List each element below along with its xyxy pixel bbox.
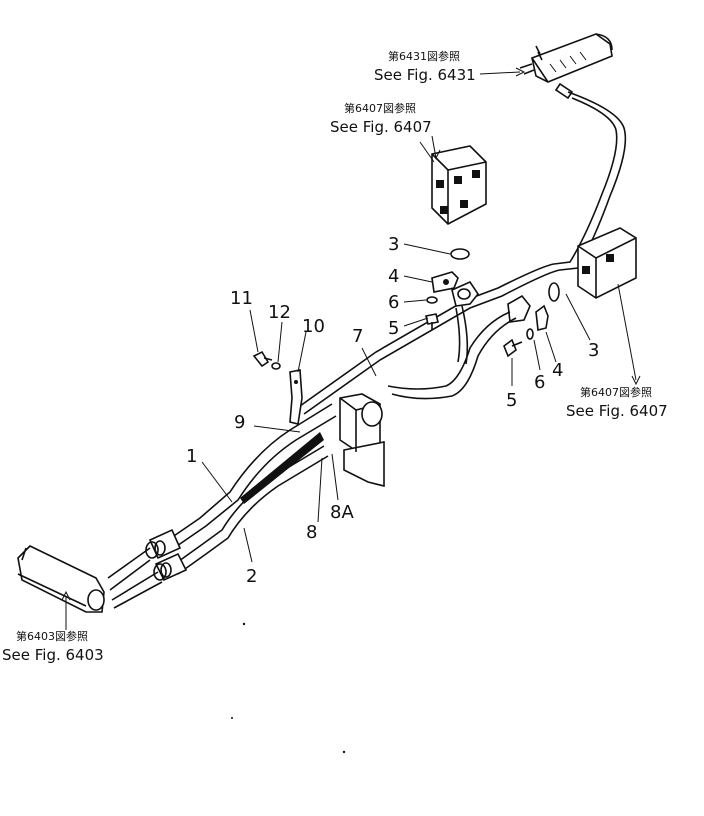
callout-5-top: 5 [388,318,399,339]
hose-7 [387,305,517,400]
callout-12: 12 [268,302,291,323]
washer-right [526,328,534,340]
callout-8a: 8A [330,502,354,523]
clamp-plate-10 [289,369,303,425]
elbow-fitting-right [507,294,531,323]
split-flange-top [431,271,459,293]
callout-4-right: 4 [552,360,563,381]
callout-6-top: 6 [388,292,399,313]
callout-3-right: 3 [588,340,599,361]
ref-6407-right-en: See Fig. 6407 [566,402,668,420]
ref-6407-right-jp: 第6407図参照 [580,385,652,399]
callout-11: 11 [230,288,253,309]
callout-9: 9 [234,412,245,433]
ref-6407-top-en: See Fig. 6407 [330,118,432,136]
arrow-6407-right [631,375,641,386]
split-flange-right [535,304,549,331]
callout-4-top: 4 [388,266,399,287]
leader-lines [65,71,637,630]
o-ring-top [450,248,470,260]
arrow-6403 [61,590,71,601]
component-6403 [17,545,105,613]
o-ring-right [548,282,560,302]
ref-6407-top-jp: 第6407図参照 [344,101,416,115]
clamp-bracket [339,393,385,488]
manifold-6431 [519,33,613,83]
ref-6431-jp: 第6431図参照 [388,49,460,63]
bolt-top [425,313,439,330]
bolt-11 [252,350,273,368]
tube-upper [299,82,627,415]
callout-2: 2 [246,566,257,587]
callout-8: 8 [306,522,317,543]
callout-10: 10 [302,316,325,337]
washer-top [426,296,438,304]
ref-6403-en: See Fig. 6403 [2,646,104,664]
elbow-fitting-top [451,280,479,307]
callout-1: 1 [186,446,197,467]
arrow-6407-top [431,135,441,160]
callout-6-right: 6 [534,372,545,393]
callout-5-right: 5 [506,390,517,411]
valve-block-top [431,145,487,225]
valve-block-right [577,227,637,299]
arrow-6431 [515,67,526,77]
tubes-lower-left [107,547,163,609]
callout-7: 7 [352,326,363,347]
bolt-right [503,338,523,358]
hose-sleeve [240,432,324,504]
ref-6403-jp: 第6403図参照 [16,629,88,643]
ref-6431-en: See Fig. 6431 [374,66,476,84]
hose-end-fittings [145,528,188,582]
washer-12 [271,362,281,370]
callout-3-top: 3 [388,234,399,255]
hose-1 [167,403,337,549]
